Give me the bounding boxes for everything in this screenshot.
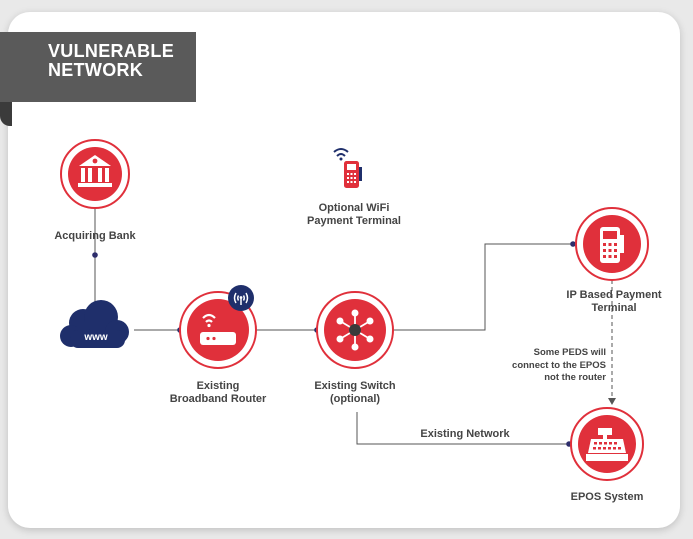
internet-node <box>60 300 129 348</box>
wifi-antenna-icon <box>233 292 249 305</box>
wifi-payment-terminal-node <box>333 148 362 188</box>
acquiring-bank-label: Acquiring Bank <box>54 230 136 242</box>
node-fill <box>187 299 249 361</box>
ip-payment-terminal-node <box>575 207 649 281</box>
switch-hub-icon <box>336 309 374 351</box>
switch-to-terminal-line <box>393 243 575 331</box>
cash-register-icon <box>586 428 628 461</box>
cloud-icon <box>60 300 129 348</box>
connector-lines <box>94 200 613 445</box>
ip-terminal-label-line-1: IP Based Payment <box>566 289 662 301</box>
wifi-terminal-label-line-1: Optional WiFi <box>318 202 390 214</box>
ip-terminal-label: IP Based Payment Terminal <box>550 289 678 315</box>
wifi-terminal-label-line-2: Payment Terminal <box>307 215 401 227</box>
peds-note-line-2: connect to the EPOS <box>512 359 606 371</box>
switch-label: Existing Switch (optional) <box>290 380 420 406</box>
epos-label: EPOS System <box>570 491 644 503</box>
arrow-head <box>608 398 616 405</box>
switch-to-epos-line <box>356 412 570 445</box>
banner-title-line-2: NETWORK <box>48 60 144 80</box>
title-banner: VULNERABLE NETWORK <box>0 32 196 102</box>
switch-label-line-1: Existing Switch <box>314 380 396 392</box>
node-fill <box>68 147 122 201</box>
wifi-terminal-label: Optional WiFi Payment Terminal <box>281 202 427 228</box>
wireless-payment-terminal-icon <box>333 148 362 188</box>
banner-title-line-1: VULNERABLE <box>48 41 175 61</box>
payment-terminal-icon <box>600 227 624 263</box>
cloud-www-label: www <box>84 332 108 343</box>
peds-note-line-3: not the router <box>544 372 606 383</box>
switch-node <box>316 291 394 369</box>
existing-network-label: Existing Network <box>420 428 510 440</box>
switch-label-line-2: (optional) <box>329 393 381 405</box>
junction-dot <box>92 252 98 258</box>
junction-dot <box>570 241 576 247</box>
peds-note: Some PEDS will connect to the EPOS not t… <box>496 347 606 385</box>
router-label-line-1: Existing <box>196 380 240 392</box>
ip-terminal-label-line-2: Terminal <box>591 302 637 314</box>
router-node <box>179 285 257 369</box>
router-label-line-2: Broadband Router <box>169 393 267 405</box>
acquiring-bank-node <box>60 139 130 209</box>
router-icon <box>200 313 236 345</box>
router-label: Existing Broadband Router <box>153 380 283 406</box>
peds-note-line-1: Some PEDS will <box>533 347 606 358</box>
epos-node <box>570 407 644 481</box>
